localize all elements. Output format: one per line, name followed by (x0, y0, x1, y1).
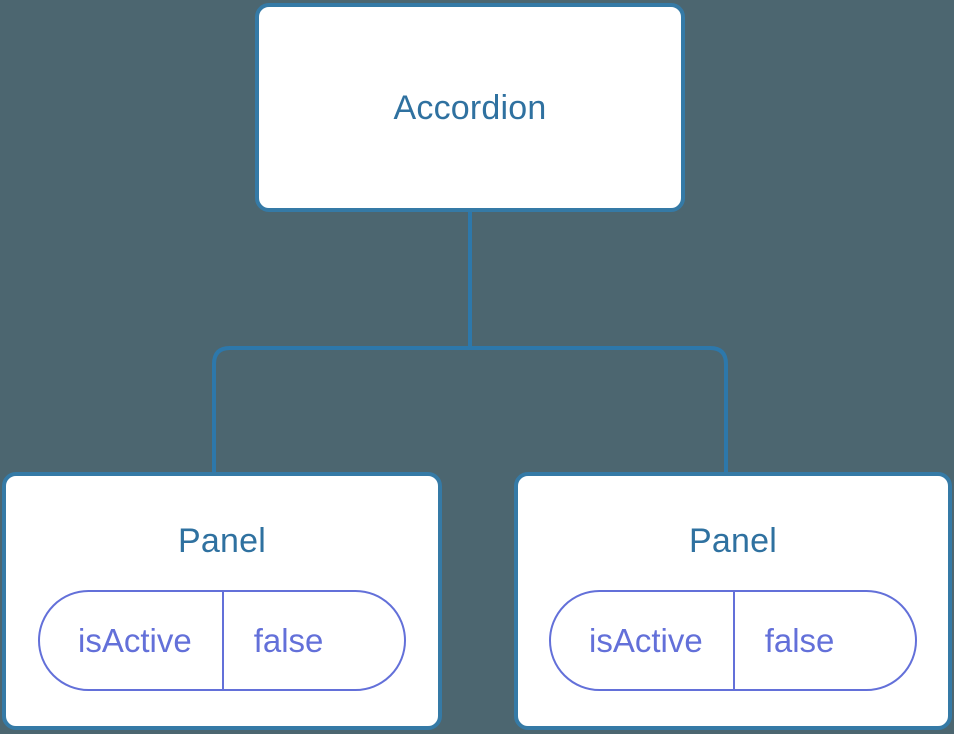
edge-to-panel-right (470, 346, 728, 474)
prop-key-isactive-right: isActive (589, 622, 703, 659)
prop-key-isactive-left: isActive (78, 622, 192, 659)
edge-to-panel-left (212, 346, 470, 474)
prop-pill-isactive-right[interactable]: isActive false (549, 590, 917, 691)
node-accordion-title: Accordion (393, 88, 547, 127)
node-accordion[interactable]: Accordion (255, 3, 685, 212)
node-panel-left-title: Panel (178, 522, 266, 560)
prop-value-isactive-left: false (221, 592, 362, 689)
node-panel-left[interactable]: Panel isActive false (2, 472, 442, 730)
node-panel-right[interactable]: Panel isActive false (514, 472, 952, 730)
prop-pill-isactive-left[interactable]: isActive false (38, 590, 406, 691)
prop-value-isactive-right: false (732, 592, 873, 689)
node-panel-right-title: Panel (689, 522, 777, 560)
